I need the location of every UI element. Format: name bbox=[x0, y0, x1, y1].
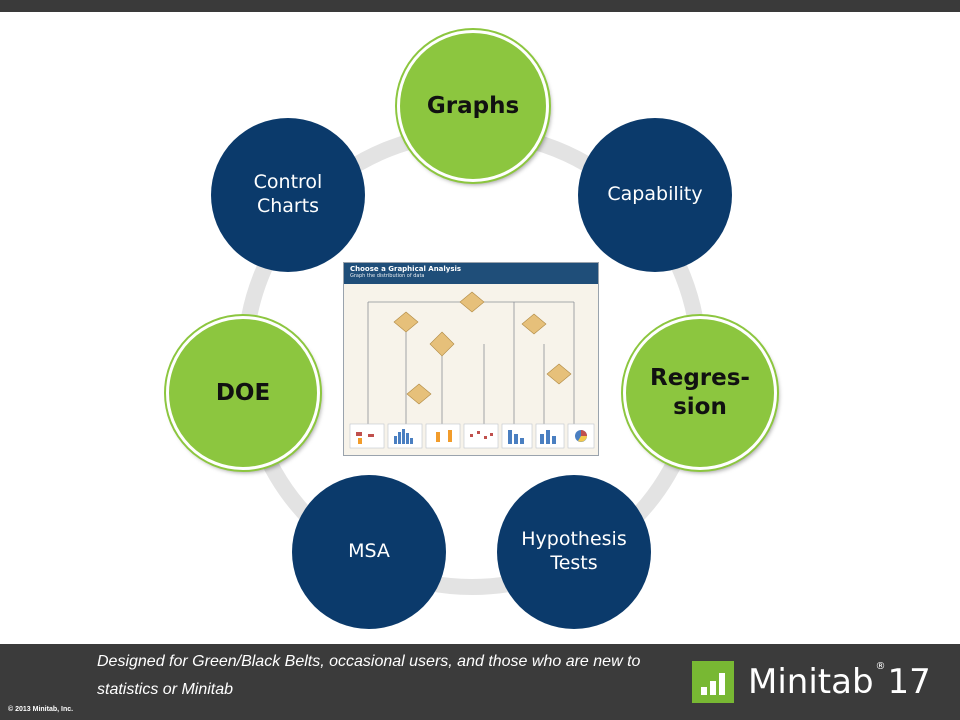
copyright-text: © 2013 Minitab, Inc. bbox=[8, 706, 74, 713]
node-hypothesis-tests-label: Hypothesis Tests bbox=[521, 528, 627, 574]
node-doe-label: DOE bbox=[215, 379, 271, 406]
flowchart-graphic bbox=[349, 291, 595, 449]
node-regression[interactable]: Regres- sion bbox=[623, 316, 777, 470]
node-control-charts[interactable]: Control Charts bbox=[211, 118, 365, 272]
tagline: Designed for Green/Black Belts, occasion… bbox=[97, 653, 641, 698]
node-capability[interactable]: Capability bbox=[578, 118, 732, 272]
brand-name: Minitab bbox=[748, 662, 874, 702]
flowchart-subtitle: Graph the distribution of data bbox=[350, 273, 425, 279]
minitab-bars-icon bbox=[692, 661, 734, 703]
node-regression-label: Regres- sion bbox=[650, 365, 750, 420]
node-graphs[interactable]: Graphs bbox=[397, 30, 549, 182]
graphical-analysis-flowchart: Choose a Graphical Analysis Graph the di… bbox=[343, 262, 599, 456]
minitab-logo: Minitab ® 17 bbox=[692, 658, 931, 706]
top-bar bbox=[0, 0, 960, 12]
node-msa[interactable]: MSA bbox=[292, 475, 446, 629]
node-msa-label: MSA bbox=[348, 540, 390, 563]
footer-bar bbox=[0, 644, 960, 720]
node-control-charts-label: Control Charts bbox=[253, 171, 323, 217]
flowchart-title: Choose a Graphical Analysis bbox=[350, 265, 462, 273]
node-doe[interactable]: DOE bbox=[166, 316, 320, 470]
node-hypothesis-tests[interactable]: Hypothesis Tests bbox=[497, 475, 651, 629]
brand-version: 17 bbox=[887, 662, 931, 702]
node-capability-label: Capability bbox=[607, 183, 703, 206]
flowchart-header: Choose a Graphical Analysis Graph the di… bbox=[344, 263, 598, 284]
brand-registered-mark: ® bbox=[875, 660, 886, 672]
node-graphs-label: Graphs bbox=[426, 92, 520, 119]
